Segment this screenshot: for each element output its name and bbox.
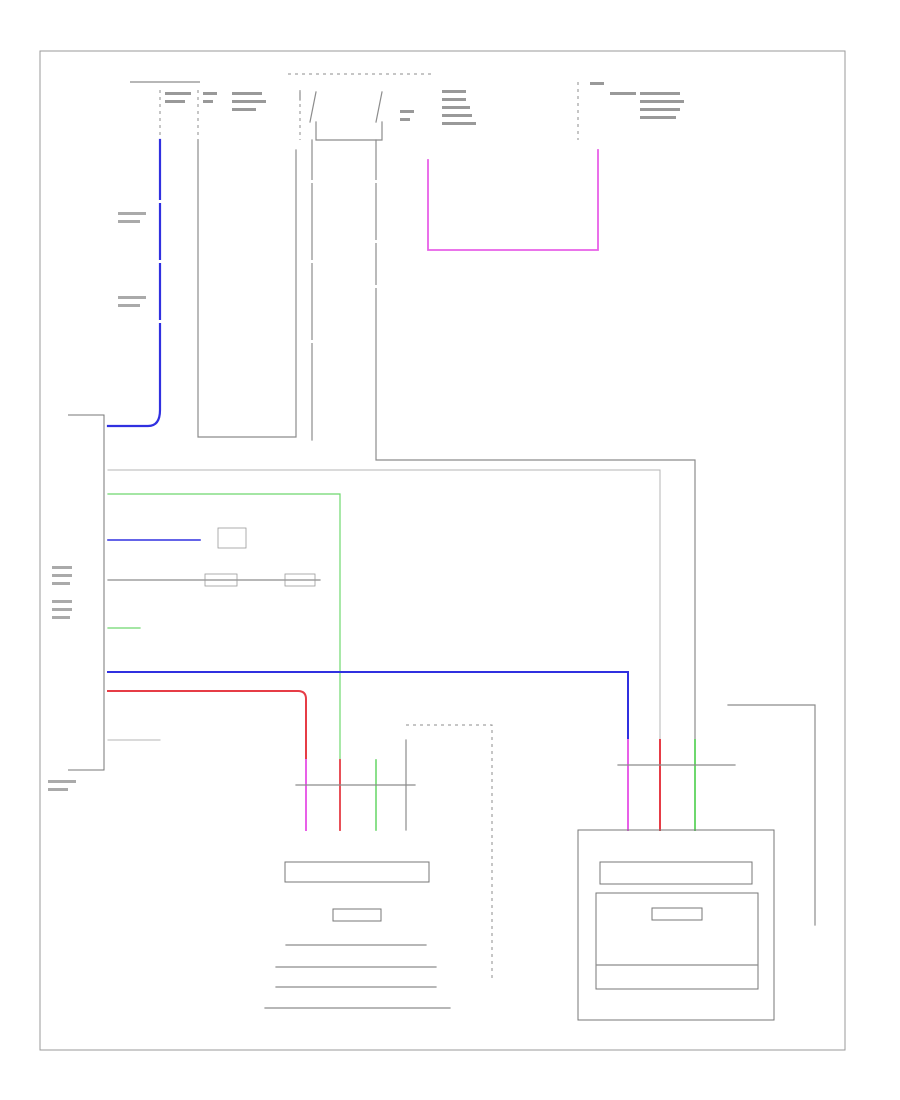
- right-heater-assembly: [577, 829, 775, 1021]
- seat-heater-control-right: [599, 861, 753, 885]
- center-grey-wires: [306, 139, 696, 741]
- red-wire-1: [107, 690, 307, 761]
- right-heater-wires: [617, 704, 816, 926]
- control-unit: [48, 414, 105, 791]
- pink-wire-top: [427, 82, 684, 251]
- left-heater-wires: [295, 739, 416, 831]
- blue-wire-left: [106, 138, 166, 428]
- ground-loop: [197, 139, 297, 438]
- top-left-fuse-area: [130, 81, 266, 140]
- blue-wire-2: [107, 527, 247, 549]
- blue-wire-3: [107, 671, 629, 741]
- left-heater-assembly: [264, 861, 451, 1009]
- middle-connector: [406, 724, 493, 980]
- grey-wire-1: [107, 469, 661, 741]
- grey-wire-2: [107, 573, 321, 587]
- relay-box: [288, 73, 476, 141]
- diagram-frame: [39, 50, 846, 1051]
- seat-heater-control-left: [284, 861, 430, 883]
